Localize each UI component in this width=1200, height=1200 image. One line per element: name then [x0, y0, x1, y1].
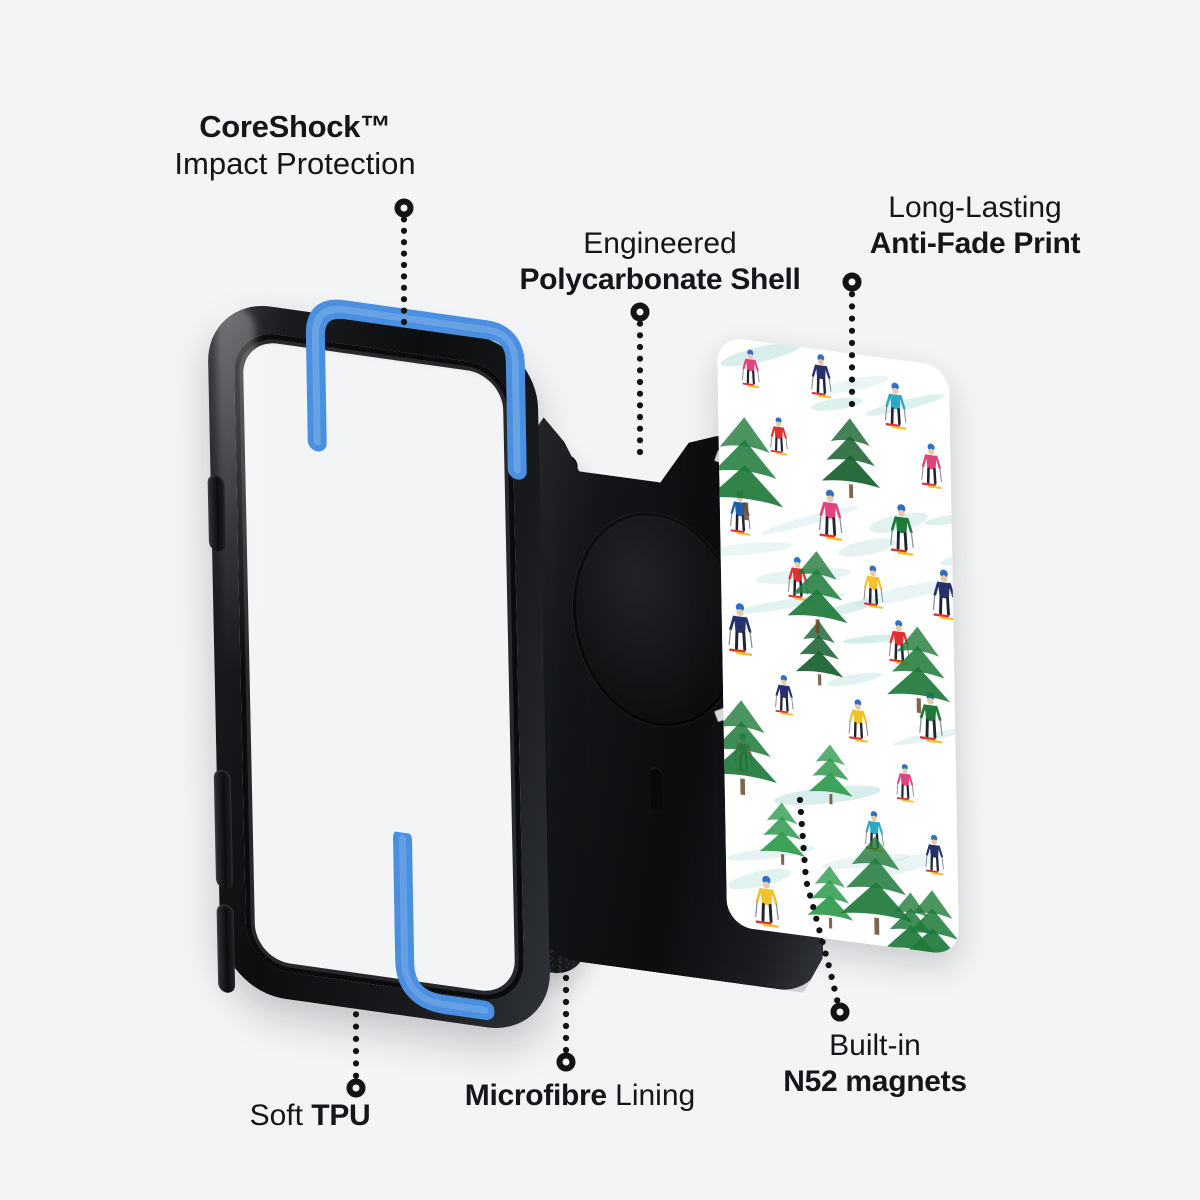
- callout-microfibre-suffix: Lining: [606, 1079, 696, 1112]
- leader-microfibre: [556, 974, 576, 1072]
- skier: [863, 565, 884, 609]
- pine-tree: [821, 418, 881, 499]
- callout-coreshock-line1: CoreShock™: [199, 109, 391, 144]
- pine-tree: [807, 865, 854, 929]
- action-button-cutout: [207, 473, 227, 553]
- skier: [921, 443, 943, 490]
- callout-microfibre-text: Microfibre Lining: [400, 1078, 760, 1114]
- skier: [925, 834, 944, 876]
- pine-tree: [716, 417, 784, 521]
- pine-tree: [809, 744, 853, 805]
- volume-up-cutout: [213, 768, 234, 890]
- skier: [890, 504, 914, 556]
- skier: [728, 603, 753, 657]
- skier: [770, 417, 788, 456]
- callout-antifade-line1: Long-Lasting: [888, 191, 1062, 224]
- callout-anti-fade-print: Long-Lasting Anti-Fade Print: [810, 190, 1140, 262]
- callout-microfibre-bold: Microfibre: [464, 1079, 607, 1112]
- skier: [755, 875, 779, 928]
- pine-tree: [716, 700, 778, 796]
- callout-soft-tpu-bold: TPU: [311, 1099, 371, 1132]
- blue-tpu-accent-bottom: [393, 830, 495, 1020]
- callout-soft-tpu-prefix: Soft: [249, 1099, 312, 1132]
- skier: [884, 382, 907, 430]
- skier: [811, 354, 832, 399]
- skier: [818, 489, 843, 541]
- callout-soft-tpu-text: Soft TPU: [170, 1098, 450, 1134]
- callout-polycarbonate-shell: Engineered Polycarbonate Shell: [455, 226, 865, 298]
- callout-antifade-line2: Anti-Fade Print: [869, 227, 1081, 260]
- callout-n52-line2: N52 magnets: [783, 1065, 967, 1098]
- callout-coreshock: CoreShock™ Impact Protection: [95, 108, 495, 182]
- skier: [896, 764, 915, 803]
- pine-tree: [840, 836, 913, 936]
- callout-polycarbonate-line1: Engineered: [583, 227, 737, 260]
- volume-down-cutout: [216, 903, 236, 994]
- alignment-slot: [648, 766, 664, 813]
- callout-n52-magnets: Built-in N52 magnets: [720, 1028, 1030, 1100]
- skier: [775, 675, 794, 716]
- leader-soft-tpu: [346, 998, 366, 1098]
- pine-tree: [787, 551, 848, 634]
- callout-polycarbonate-line2: Polycarbonate Shell: [519, 263, 801, 296]
- skier: [932, 569, 957, 621]
- pine-tree: [887, 626, 951, 714]
- skier: [741, 349, 760, 389]
- pine-tree: [759, 802, 806, 865]
- printed-back-panel: [716, 336, 960, 956]
- skier: [848, 699, 869, 743]
- blue-tpu-accent-top: [305, 299, 527, 480]
- callout-n52-line1: Built-in: [829, 1029, 921, 1062]
- callout-coreshock-line2: Impact Protection: [174, 146, 416, 182]
- callout-microfibre-lining: Microfibre Lining: [400, 1078, 760, 1114]
- callout-soft-tpu: Soft TPU: [170, 1098, 450, 1134]
